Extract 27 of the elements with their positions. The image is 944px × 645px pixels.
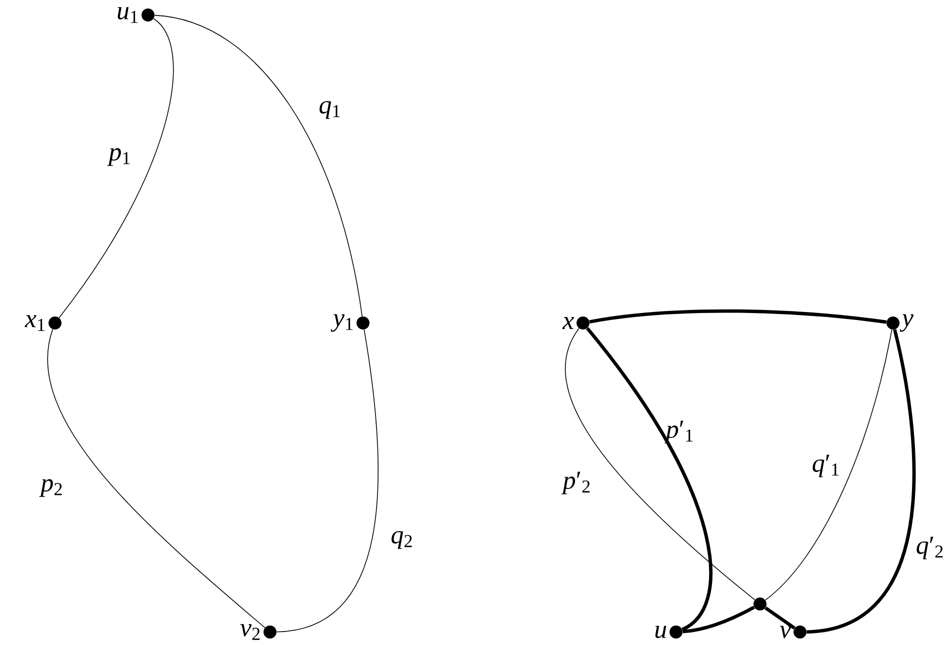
edge (586, 327, 712, 631)
vertex-label: v$_{2}$ (240, 624, 260, 640)
edge-label: q$_{1}$ (320, 101, 340, 119)
edge (565, 328, 756, 600)
edge (276, 329, 379, 632)
vertex-label: x$_{1}$ (24, 315, 44, 331)
edge-label: p$_{2}$ (39, 479, 62, 497)
vertex-label: y (900, 314, 914, 332)
edge (806, 329, 916, 634)
edge (764, 606, 796, 630)
vertex-label: u (655, 626, 666, 638)
vertex-label: v (780, 626, 792, 638)
edge (589, 309, 887, 324)
edge (47, 328, 266, 628)
edge-label: p′$_{2}$ (561, 472, 590, 494)
edge-label: q$_{2}$ (392, 531, 412, 549)
vertex-label: x (562, 317, 574, 329)
edge-label: q′$_{1}$ (812, 454, 839, 478)
edge-label: p$_{1}$ (107, 148, 130, 166)
edge (765, 329, 892, 600)
vertex-dot (754, 598, 766, 610)
vertex-label: y$_{1}$ (330, 314, 352, 332)
edge (154, 14, 363, 317)
edge (682, 606, 755, 634)
edge-label: q′$_{2}$ (916, 536, 943, 560)
edge (58, 18, 174, 318)
vertex-label: u$_{1}$ (118, 7, 138, 23)
